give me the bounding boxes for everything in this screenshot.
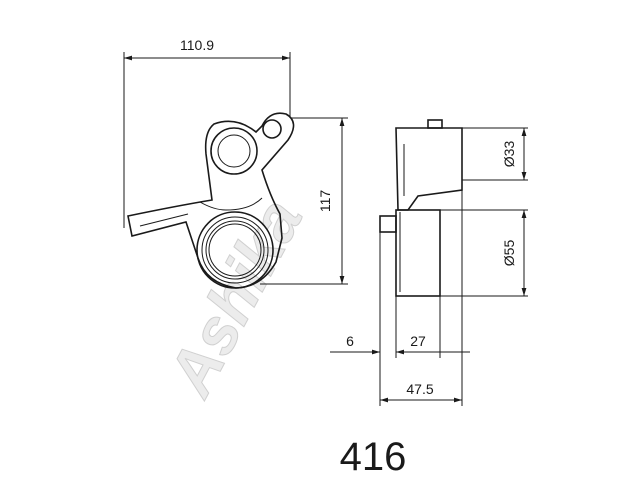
dimension-diameter-33: Ø33 — [462, 127, 528, 181]
side-upper-body — [395, 127, 463, 211]
dim-label-27: 27 — [410, 333, 426, 349]
upper-pulley-inner — [217, 134, 251, 168]
dimension-overall-height: 117 — [260, 117, 348, 285]
front-view — [127, 112, 295, 289]
dim-label-117: 117 — [317, 190, 333, 213]
side-view — [379, 119, 463, 297]
dim-label-47-5: 47.5 — [406, 381, 433, 397]
side-bolt — [427, 119, 443, 129]
side-stud — [379, 215, 397, 233]
dim-label-6: 6 — [346, 333, 354, 349]
dimension-widths: 6 27 47.5 — [330, 190, 470, 406]
mounting-eye — [262, 119, 282, 139]
arm-inner-edge — [139, 213, 189, 227]
side-lower-pulley — [395, 209, 441, 297]
part-number: 416 — [340, 435, 407, 479]
bracket-inner-edge — [199, 197, 263, 211]
dim-label-d55: Ø55 — [501, 240, 517, 267]
main-pulley-outer — [196, 211, 274, 289]
dim-label-d33: Ø33 — [501, 141, 517, 168]
main-pulley-rim — [201, 216, 269, 284]
main-pulley-hub — [208, 223, 262, 277]
dimension-overall-width: 110.9 — [123, 37, 291, 228]
dimension-diameter-55: Ø55 — [440, 209, 528, 297]
upper-pulley-outer — [210, 127, 258, 175]
main-pulley-bore — [205, 220, 265, 280]
dim-label-110-9: 110.9 — [180, 37, 214, 53]
